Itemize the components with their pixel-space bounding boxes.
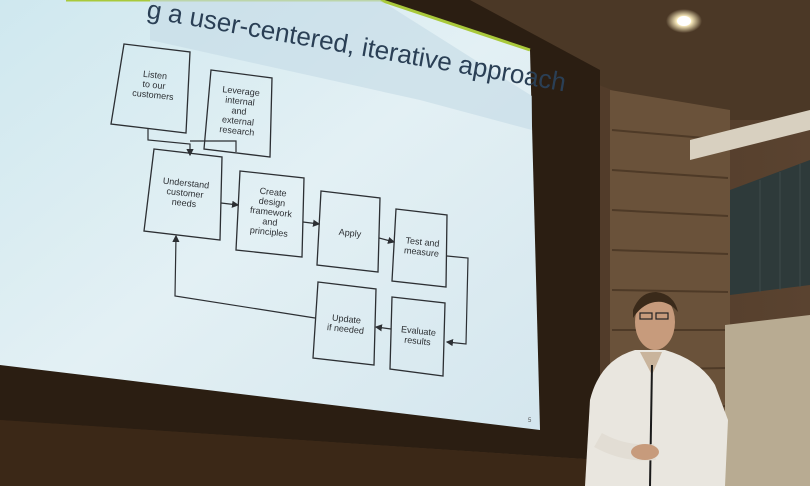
box-leverage	[203, 69, 273, 158]
arrow-create-apply	[302, 219, 321, 227]
ceiling-light	[677, 16, 691, 26]
arrow-listen-understand	[147, 128, 194, 157]
stage-wall	[0, 420, 600, 486]
arrow-test-evaluate	[445, 255, 469, 347]
arrow-apply-test	[378, 236, 396, 244]
box-update	[312, 281, 377, 366]
box-apply	[316, 190, 381, 273]
slide-title-band	[150, 0, 532, 130]
arrow-leverage-understand	[190, 140, 237, 152]
window-blinds	[730, 160, 810, 295]
arrow-understand-create	[220, 200, 240, 208]
air-vent	[690, 110, 810, 160]
ceiling	[470, 0, 810, 120]
box-understand	[143, 148, 223, 241]
flow-diagram	[110, 43, 448, 377]
slide-title-accent	[66, 0, 531, 52]
arrow-evaluate-update	[374, 324, 392, 332]
box-evaluate	[389, 296, 446, 377]
presenter	[585, 292, 728, 486]
box-listen	[110, 43, 191, 134]
arrow-update-understand	[172, 234, 316, 319]
slide-surface	[0, 0, 540, 430]
box-create	[235, 170, 305, 258]
flow-arrows	[147, 128, 469, 347]
box-test	[391, 208, 448, 288]
side-cabinet	[725, 315, 810, 486]
